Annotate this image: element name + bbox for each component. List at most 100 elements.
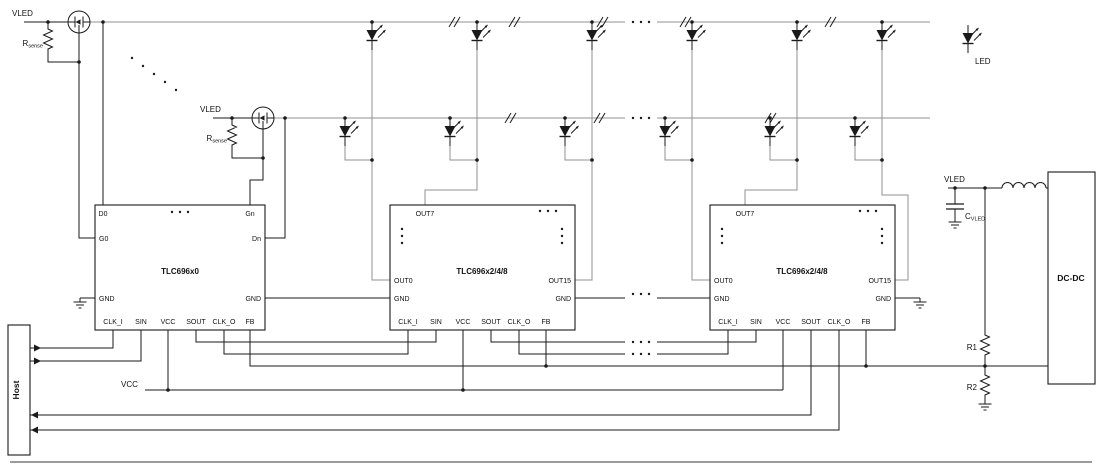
- chip2-body: [389, 204, 576, 331]
- chip1-title: TLC696x0: [161, 267, 199, 276]
- chip1-pin-vcc-label: VCC: [161, 319, 176, 326]
- dcdc-label: DC-DC: [1057, 273, 1084, 283]
- chip3-pin-vcc-label: VCC: [776, 319, 791, 326]
- chip2-pin-gnd-left-label: GND: [394, 296, 410, 303]
- chip3-pin-gnd-left-label: GND: [714, 296, 730, 303]
- led-row1-col1: [365, 21, 387, 51]
- row2-column-joins: [344, 146, 882, 161]
- dcdc-output-wires: [948, 187, 1048, 372]
- row1-switch-circuit-wires: [24, 21, 104, 239]
- led-row2-col4: [658, 117, 680, 147]
- inductor: [1001, 182, 1047, 189]
- chip1-pin-gnd-right-label: GND: [245, 296, 261, 303]
- chip2-pin-gnd-right-label: GND: [555, 296, 571, 303]
- led-row2-col5: [763, 117, 785, 147]
- chip2-pin-sout-label: SOUT: [481, 319, 501, 326]
- vled-output-label: VLED: [944, 175, 965, 184]
- chip3-labels: TLC696x2/4/8 OUT7 OUT0 OUT15 GND GND CLK…: [714, 211, 891, 326]
- led-row1-col2: [470, 21, 492, 51]
- chip2-pin-sin-label: SIN: [430, 319, 442, 326]
- host-label: Host: [11, 380, 21, 399]
- chip3-pin-out0-label: OUT0: [714, 278, 733, 285]
- chip1-pin-d0-label: D0: [99, 211, 108, 218]
- chip1-labels: TLC696x0 D0 Gn G0 Dn GND GND CLK_I SIN V…: [99, 211, 262, 326]
- chip3-pin-clk-o-label: CLK_O: [828, 319, 852, 326]
- signal-arrows: [31, 344, 41, 434]
- led-row1-col3: [585, 21, 607, 51]
- r1-label: R1: [967, 343, 978, 352]
- clko-return-arrow: [31, 426, 38, 434]
- host-clk-out-arrow: [34, 344, 41, 352]
- resistor-r2: [980, 371, 990, 401]
- chip1-pin-clk-o-label: CLK_O: [213, 319, 237, 326]
- rsense-row1-label: Rsense: [23, 39, 43, 50]
- led-row2-col1: [338, 117, 360, 147]
- led-matrix-nets: [90, 21, 930, 281]
- chip2-pin-out7-label: OUT7: [416, 211, 435, 218]
- vcc-rail-wires: [145, 330, 784, 391]
- ellipsis-dots: [130, 20, 884, 356]
- chip1-body: [94, 204, 266, 331]
- chip2-pin-out0-label: OUT0: [394, 278, 413, 285]
- led-row1-col6: [875, 21, 897, 51]
- chip3-body: [709, 204, 896, 331]
- cvled-label: CVLED: [965, 212, 985, 223]
- dcdc-box: [1047, 171, 1096, 385]
- host-output-wires: [30, 330, 142, 362]
- chip1-pin-clk-i-label: CLK_I: [103, 319, 123, 326]
- led-row1-col4: [685, 21, 707, 51]
- chip2-pin-clk-o-label: CLK_O: [508, 319, 532, 326]
- vled-row1-label: VLED: [12, 9, 33, 18]
- chip1-pin-dn-label: Dn: [252, 236, 261, 243]
- row-lines: [90, 21, 930, 119]
- vled-row2-label: VLED: [200, 105, 221, 114]
- chip3-pin-out15-label: OUT15: [868, 278, 891, 285]
- chip1-pin-fb-label: FB: [246, 319, 255, 326]
- chip1-pin-g0-label: G0: [99, 236, 108, 243]
- chip2-pin-fb-label: FB: [542, 319, 551, 326]
- ground-r2: [978, 399, 992, 411]
- chip1-pin-sin-label: SIN: [135, 319, 147, 326]
- chip1-pin-gnd-left-label: GND: [99, 296, 115, 303]
- chip2-pin-out15-label: OUT15: [548, 278, 571, 285]
- led-legend-label: LED: [975, 57, 991, 66]
- net-labels: VLED VLED Rsense Rsense LED VCC VLED CVL…: [12, 9, 991, 392]
- chip1-pin-sout-label: SOUT: [186, 319, 206, 326]
- chip3-pin-clk-i-label: CLK_I: [718, 319, 738, 326]
- led-row2-col2: [443, 117, 465, 147]
- chip3-pin-sin-label: SIN: [750, 319, 762, 326]
- led-row1-col5: [790, 21, 812, 51]
- chip2-title: TLC696x2/4/8: [456, 267, 508, 276]
- led-legend-symbol: [961, 24, 983, 54]
- chip2-pin-vcc-label: VCC: [456, 319, 471, 326]
- r2-label: R2: [967, 383, 978, 392]
- sense-resistor-row2: [227, 121, 237, 151]
- break-marks: [448, 16, 837, 124]
- chip3-pin-fb-label: FB: [862, 319, 871, 326]
- ground-cvled: [948, 217, 962, 229]
- column-lines: [371, 50, 909, 281]
- vcc-rail-label: VCC: [121, 380, 138, 389]
- ground-chip3: [913, 297, 927, 309]
- row2-switch-fet: [251, 106, 275, 130]
- chip2-pin-clk-i-label: CLK_I: [398, 319, 418, 326]
- led-row2-col3: [558, 117, 580, 147]
- resistor-r1: [980, 331, 990, 361]
- chip3-title: TLC696x2/4/8: [776, 267, 828, 276]
- rsense-row2-label: Rsense: [207, 134, 227, 145]
- chip3-pin-gnd-right-label: GND: [875, 296, 891, 303]
- fb-net-wires: [249, 330, 1048, 367]
- sense-resistor-row1: [43, 25, 53, 55]
- daisy-chain-wires: [195, 330, 757, 355]
- chip2-labels: TLC696x2/4/8 OUT7 OUT0 OUT15 GND GND CLK…: [394, 211, 571, 326]
- sout-return-arrow: [31, 411, 38, 419]
- return-to-host-wires: [30, 330, 840, 431]
- host-data-out-arrow: [34, 357, 41, 365]
- block-labels: Host DC-DC: [11, 273, 1085, 399]
- chip3-pin-sout-label: SOUT: [801, 319, 821, 326]
- host-box: [7, 324, 31, 456]
- chip3-pin-out7-label: OUT7: [736, 211, 755, 218]
- row1-switch-fet: [67, 10, 91, 34]
